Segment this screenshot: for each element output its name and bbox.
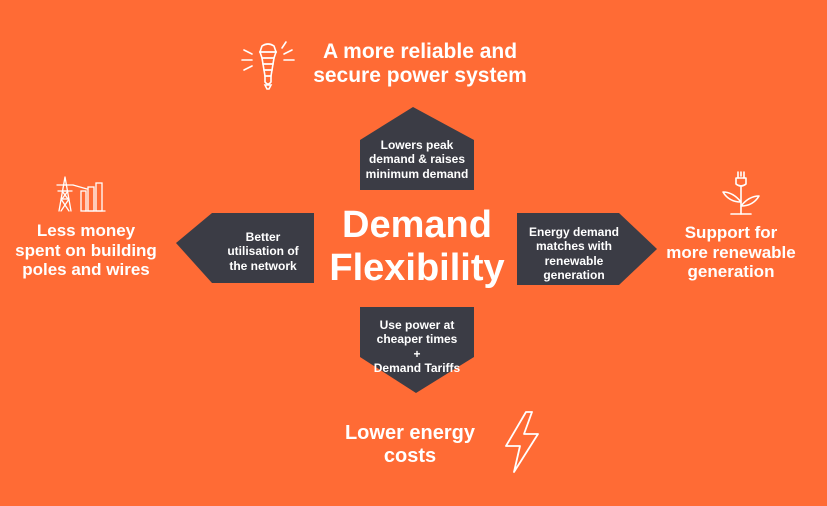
outcome-left-line1: Less money: [36, 221, 136, 240]
outcome-top-line2: secure power system: [313, 64, 527, 88]
arrow-down-label-line4: Demand Tariffs: [373, 361, 461, 376]
lightning-bolt-icon: [505, 411, 539, 473]
outcome-left: Less money spent on building poles and w…: [14, 221, 158, 280]
arrow-right-label-line4: generation: [543, 268, 605, 283]
outcome-bottom-line2: costs: [383, 445, 437, 467]
arrow-up-label-line2: demand & raises: [368, 152, 466, 167]
outcome-left-line2: spent on building: [15, 240, 157, 260]
arrow-down-label: Use power at cheaper times + Demand Tari…: [360, 318, 474, 376]
arrow-left-label-line3: the network: [229, 258, 297, 273]
center-title-line1: Demand: [342, 204, 492, 246]
arrow-up-label-line1: Lowers peak: [380, 138, 454, 152]
arrow-down-label-line1: Use power at: [379, 318, 455, 332]
outcome-bottom: Lower energy costs: [326, 422, 494, 468]
center-title-line2: Flexibility: [329, 246, 505, 289]
lightbulb-icon: [241, 41, 295, 90]
arrow-up: [360, 107, 474, 190]
arrow-right: [517, 213, 657, 285]
arrow-right-label-line2: matches with: [535, 239, 613, 254]
plant-plug-icon: [722, 171, 760, 215]
arrow-up-label-line3: minimum demand: [365, 166, 469, 181]
arrow-left-label-line2: utilisation of: [227, 244, 299, 259]
arrow-down: [360, 307, 474, 393]
outcome-top: A more reliable and secure power system: [300, 40, 540, 88]
outcome-right-line2: more renewable: [666, 242, 796, 262]
arrow-right-label-line3: renewable: [544, 253, 604, 268]
center-title: Demand Flexibility: [310, 204, 524, 289]
outcome-right: Support for more renewable generation: [658, 223, 804, 282]
arrow-left-label: Better utilisation of the network: [212, 230, 314, 273]
outcome-left-line3: poles and wires: [22, 260, 150, 280]
arrow-right-label-line1: Energy demand: [528, 225, 620, 239]
outcome-bottom-line1: Lower energy: [344, 422, 476, 444]
arrow-left: [176, 213, 314, 283]
arrow-up-label: Lowers peak demand & raises minimum dema…: [360, 138, 474, 181]
arrow-left-label-line1: Better: [245, 230, 281, 244]
outcome-top-line1: A more reliable and: [322, 40, 518, 63]
arrow-right-label: Energy demand matches with renewable gen…: [522, 225, 626, 283]
arrow-down-label-line2: cheaper times: [376, 332, 458, 347]
outcome-right-line1: Support for: [684, 223, 778, 242]
arrow-down-label-line3: +: [413, 346, 421, 361]
power-pylon-icon: [56, 176, 106, 212]
outcome-right-line3: generation: [687, 262, 775, 282]
